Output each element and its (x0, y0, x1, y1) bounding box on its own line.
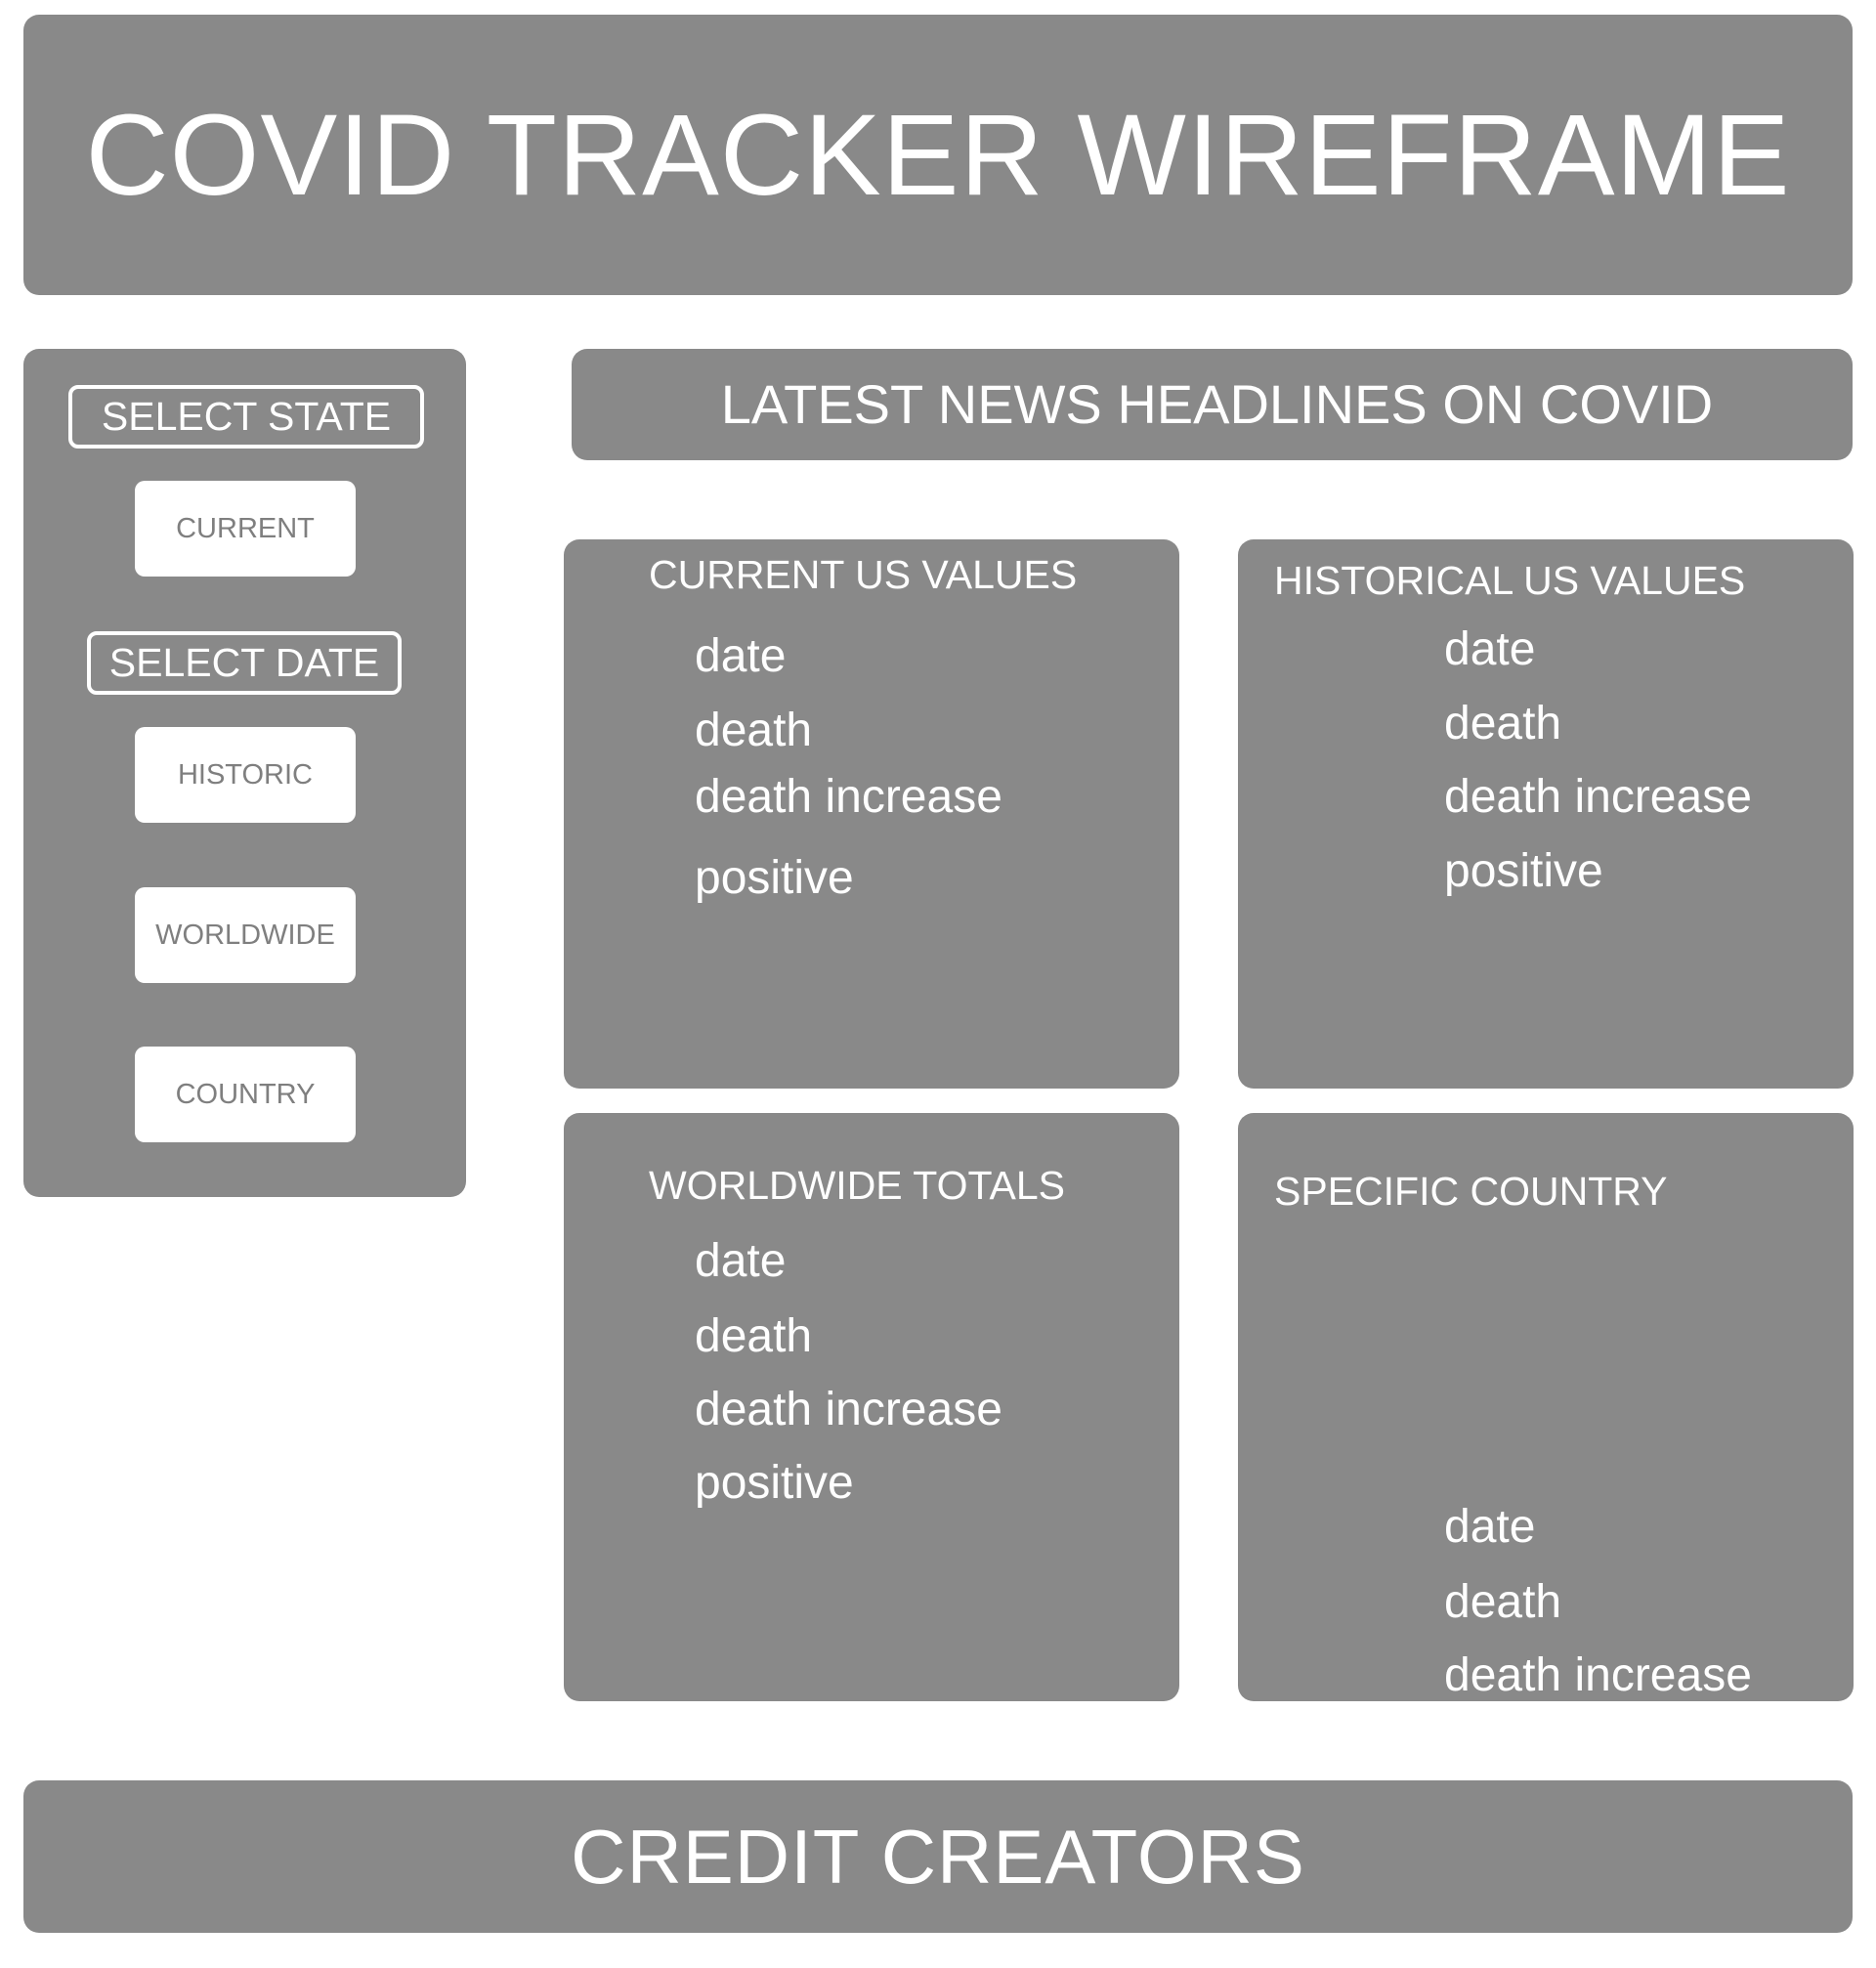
field-positive: positive (695, 1457, 854, 1509)
worldwide-totals-card: WORLDWIDE TOTALS date death death increa… (564, 1113, 1179, 1701)
select-state-label[interactable]: SELECT STATE (68, 385, 424, 449)
footer-credits: CREDIT CREATORS (23, 1780, 1853, 1933)
field-death-increase: death increase (695, 771, 1002, 823)
field-date: date (695, 1235, 787, 1287)
field-death-increase: death increase (1444, 1649, 1752, 1701)
card-title: CURRENT US VALUES (649, 552, 1078, 597)
card-title: HISTORICAL US VALUES (1274, 558, 1746, 603)
field-date: date (695, 630, 787, 682)
field-death: death (695, 1310, 813, 1362)
credit-creators-text: CREDIT CREATORS (571, 1814, 1305, 1900)
news-title: LATEST NEWS HEADLINES ON COVID (720, 373, 1714, 435)
worldwide-button[interactable]: WORLDWIDE (135, 887, 356, 983)
field-date: date (1444, 623, 1536, 675)
historic-button[interactable]: HISTORIC (135, 727, 356, 823)
current-us-values-card: CURRENT US VALUES date death death incre… (564, 539, 1179, 1089)
page-title: COVID TRACKER WIREFRAME (85, 90, 1791, 220)
news-headlines-bar: LATEST NEWS HEADLINES ON COVID (572, 349, 1853, 460)
field-positive: positive (1444, 845, 1603, 897)
historical-us-values-card: HISTORICAL US VALUES date death death in… (1238, 539, 1854, 1089)
country-button[interactable]: COUNTRY (135, 1047, 356, 1142)
card-title: WORLDWIDE TOTALS (649, 1163, 1065, 1208)
field-death: death (695, 705, 813, 756)
field-death: death (1444, 1576, 1562, 1628)
field-date: date (1444, 1501, 1536, 1553)
select-date-label[interactable]: SELECT DATE (87, 631, 402, 695)
field-death-increase: death increase (695, 1384, 1002, 1435)
header-banner: COVID TRACKER WIREFRAME (23, 15, 1853, 295)
field-death: death (1444, 698, 1562, 749)
current-button[interactable]: CURRENT (135, 481, 356, 577)
card-title: SPECIFIC COUNTRY (1274, 1169, 1668, 1214)
field-positive: positive (695, 852, 854, 904)
sidebar: SELECT STATE CURRENT SELECT DATE HISTORI… (23, 349, 466, 1197)
field-death-increase: death increase (1444, 771, 1752, 823)
specific-country-card: SPECIFIC COUNTRY date death death increa… (1238, 1113, 1854, 1701)
